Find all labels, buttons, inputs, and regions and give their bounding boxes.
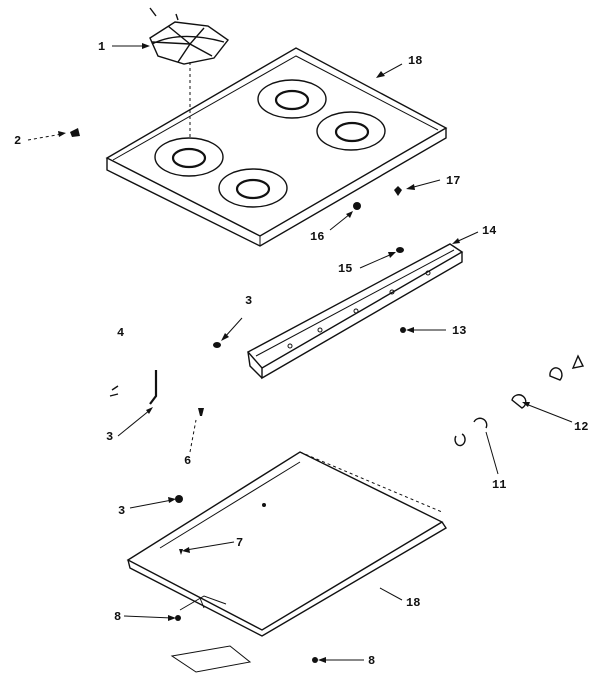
part-2-clip — [70, 128, 80, 137]
burner-front-left — [154, 137, 224, 177]
part-8-screw-bottom — [312, 657, 318, 663]
callout-17: 17 — [446, 174, 460, 188]
callout-8-left: 8 — [114, 610, 121, 624]
part-3-screw-lower — [175, 495, 183, 503]
callout-2: 2 — [14, 134, 21, 148]
burner-rear-right — [316, 111, 386, 151]
callout-6: 6 — [184, 454, 191, 468]
callout-3-mid: 3 — [106, 430, 113, 444]
part-16-screw — [353, 202, 361, 210]
front-rail — [246, 243, 464, 380]
leader-lines — [27, 43, 573, 663]
bottom-panel — [126, 451, 447, 637]
part-4-bracket — [149, 370, 158, 405]
callout-4: 4 — [117, 326, 124, 340]
part-8-screw-left — [175, 615, 181, 621]
part-13-screw — [400, 327, 406, 333]
part-6-screw — [198, 408, 204, 416]
cooktop — [105, 47, 448, 247]
callout-13: 13 — [452, 324, 466, 338]
burner-grate — [149, 7, 230, 140]
burner-front-right — [218, 168, 288, 208]
callout-3-lower: 3 — [118, 504, 125, 518]
callout-18-bottom: 18 — [406, 596, 420, 610]
callout-labels: 1 2 3 3 3 4 6 7 8 8 11 12 13 14 15 16 17… — [14, 40, 588, 668]
callout-12: 12 — [574, 420, 588, 434]
part-17-screw — [394, 186, 402, 196]
part-7-screw — [179, 549, 183, 555]
callout-8-bottom: 8 — [368, 654, 375, 668]
part-3-screw-upper — [213, 342, 221, 348]
callout-1: 1 — [98, 40, 105, 54]
clip-parts — [454, 354, 585, 447]
callout-18-top: 18 — [408, 54, 422, 68]
callout-16: 16 — [310, 230, 324, 244]
part-4-clip — [109, 385, 119, 397]
part-bottom-bracket — [170, 645, 252, 673]
burner-rear-left — [257, 79, 327, 119]
callout-14: 14 — [482, 224, 496, 238]
part-15-screw — [396, 247, 404, 253]
callout-3-upper: 3 — [245, 294, 252, 308]
callout-11: 11 — [492, 478, 506, 492]
callout-7: 7 — [236, 536, 243, 550]
callout-15: 15 — [338, 262, 352, 276]
